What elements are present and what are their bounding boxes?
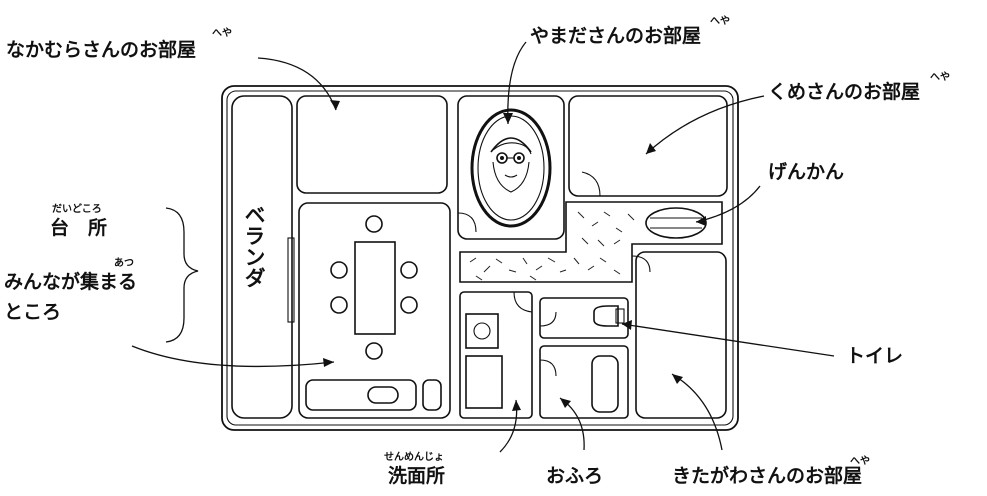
room-kume: [568, 95, 728, 197]
label-kitchen-note-1: みんなが集まる: [4, 270, 137, 293]
label-washroom: 洗面所: [388, 464, 445, 487]
room-nakamura: [296, 95, 448, 194]
toilet-room: [539, 297, 629, 339]
portrait-person: [490, 137, 532, 193]
label-kitchen-note-2: ところ: [4, 301, 61, 323]
portrait-frame: [470, 108, 552, 228]
bathtub: [591, 355, 619, 413]
chair: [365, 215, 383, 233]
label-bath: おふろ: [546, 465, 603, 487]
veranda: [231, 95, 295, 419]
label-toilet: トイレ: [846, 345, 903, 367]
ruby-heya-kume: へや: [930, 71, 950, 83]
ruby-daidokoro: だいどころ: [52, 202, 102, 215]
label-kume-room: くめさんのお部屋: [768, 80, 920, 103]
label-nakamura-room: なかむらさんのお部屋: [6, 38, 196, 61]
label-kitagawa-room: きたがわさんのお部屋: [672, 464, 862, 487]
dining-table: [354, 241, 396, 335]
ruby-heya-yamada: へや: [710, 15, 730, 27]
kitchen-counter: [305, 379, 417, 411]
chair: [400, 296, 418, 314]
label-veranda: ベランダ: [242, 204, 266, 288]
stove: [422, 379, 442, 411]
hallway-floor: [459, 201, 723, 283]
callout-arrows: [131, 41, 835, 453]
washbasin: [465, 313, 499, 349]
chair: [400, 261, 418, 279]
label-kitchen: 台 所: [50, 216, 107, 239]
ruby-atsu: あつ: [114, 256, 134, 269]
ruby-heya-nakamura: へや: [212, 27, 232, 39]
bathroom: [539, 345, 629, 419]
toilet-bowl: [593, 305, 619, 327]
ruby-heya-kitagawa: へや: [850, 455, 870, 467]
label-genkan: げんかん: [768, 161, 844, 183]
ruby-senmenjo: せんめんじょ: [384, 451, 444, 463]
room-yamada: [457, 95, 565, 240]
washing-machine: [465, 355, 503, 409]
chair: [330, 261, 348, 279]
brace: [165, 207, 199, 343]
chair: [365, 342, 383, 360]
washroom: [459, 291, 533, 419]
kitchen-dining-room: [298, 202, 451, 419]
room-kitagawa: [635, 251, 727, 419]
chair: [330, 296, 348, 314]
label-yamada-room: やまださんのお部屋: [530, 24, 701, 47]
sink: [367, 386, 399, 404]
building-outline: [221, 85, 739, 431]
